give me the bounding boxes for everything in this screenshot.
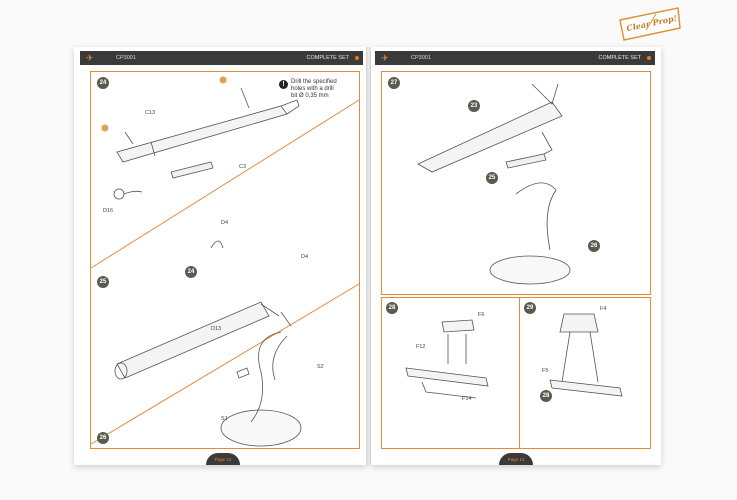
part-label-f4: F4 [600,306,607,312]
reference-badge-25: 25 [486,172,498,184]
part-label-f5: F5 [542,368,549,374]
rocket-on-stand-drawing [417,83,571,285]
drill-note-line-2: holes with a drill [291,86,334,92]
right-page-header: ✈ CP3001 COMPLETE SET [375,51,655,65]
steps-frame: 24 ! Drill the specified holes with a dr… [90,71,360,449]
drill-note-line-3: bit Ø 0,35 mm [291,93,329,99]
right-page-number: Page 13 [499,453,533,465]
header-kit-code: CP3001 [116,55,136,61]
reference-badge-24: 24 [185,266,197,278]
reference-badge-28: 28 [540,390,552,402]
part-label-d16: D16 [103,208,114,214]
brand-logo: Clear Prop! [616,6,684,44]
step-28-frame: 28 F6 F12 F14 [381,297,521,449]
step-number-29: 29 [524,302,536,314]
header-logo-icon: ✈ [86,53,94,63]
drill-note: Drill the specified holes with a drill b… [291,79,337,100]
header-set-title: COMPLETE SET [598,55,641,61]
step-number-27: 27 [388,77,400,89]
left-page: ✈ CP3001 COMPLETE SET 24 ! Drill the spe… [74,47,367,465]
brand-logo-shape [619,7,681,41]
part-label-d13: D13 [211,326,222,332]
header-accent-dot [647,56,651,60]
step-number-25: 25 [97,276,109,288]
right-page: ✈ CP3001 COMPLETE SET 27 23 25 26 28 [371,47,661,465]
drill-note-line-1: Drill the specified [291,79,337,85]
step-number-24: 24 [97,77,109,89]
left-page-number: Page 12 [206,453,240,465]
reference-badge-26: 26 [588,240,600,252]
header-kit-code: CP3001 [411,55,431,61]
step-number-28: 28 [386,302,398,314]
reference-badge-23: 23 [468,100,480,112]
step-29-frame: 29 F4 F5 28 [519,297,651,449]
left-page-header: ✈ CP3001 COMPLETE SET [80,51,363,65]
book-spine [366,47,372,465]
part-label-f6: F6 [478,312,485,318]
part-label-d4-top: D4 [221,220,229,226]
part-label-f12: F12 [416,344,426,350]
step-27-frame: 27 23 25 26 [381,71,651,295]
stand-frame-drawing [549,313,623,397]
base-frame-drawing [405,319,489,399]
part-label-f14: F14 [462,396,472,402]
header-accent-dot [355,56,359,60]
header-logo-icon: ✈ [381,53,389,63]
part-label-s2: S2 [317,364,324,370]
rocket-body-drawing [101,76,300,200]
header-set-title: COMPLETE SET [306,55,349,61]
part-label-s1: S1 [221,416,228,422]
step-number-26: 26 [97,432,109,444]
rocket-assembly-drawing [114,240,292,380]
warning-icon: ! [279,80,288,89]
part-label-c13: C13 [145,110,156,116]
diagonal-separators [90,99,360,445]
part-label-c3: C3 [239,164,247,170]
stand-drawing [220,331,302,447]
part-label-d4-side: D4 [301,254,309,260]
